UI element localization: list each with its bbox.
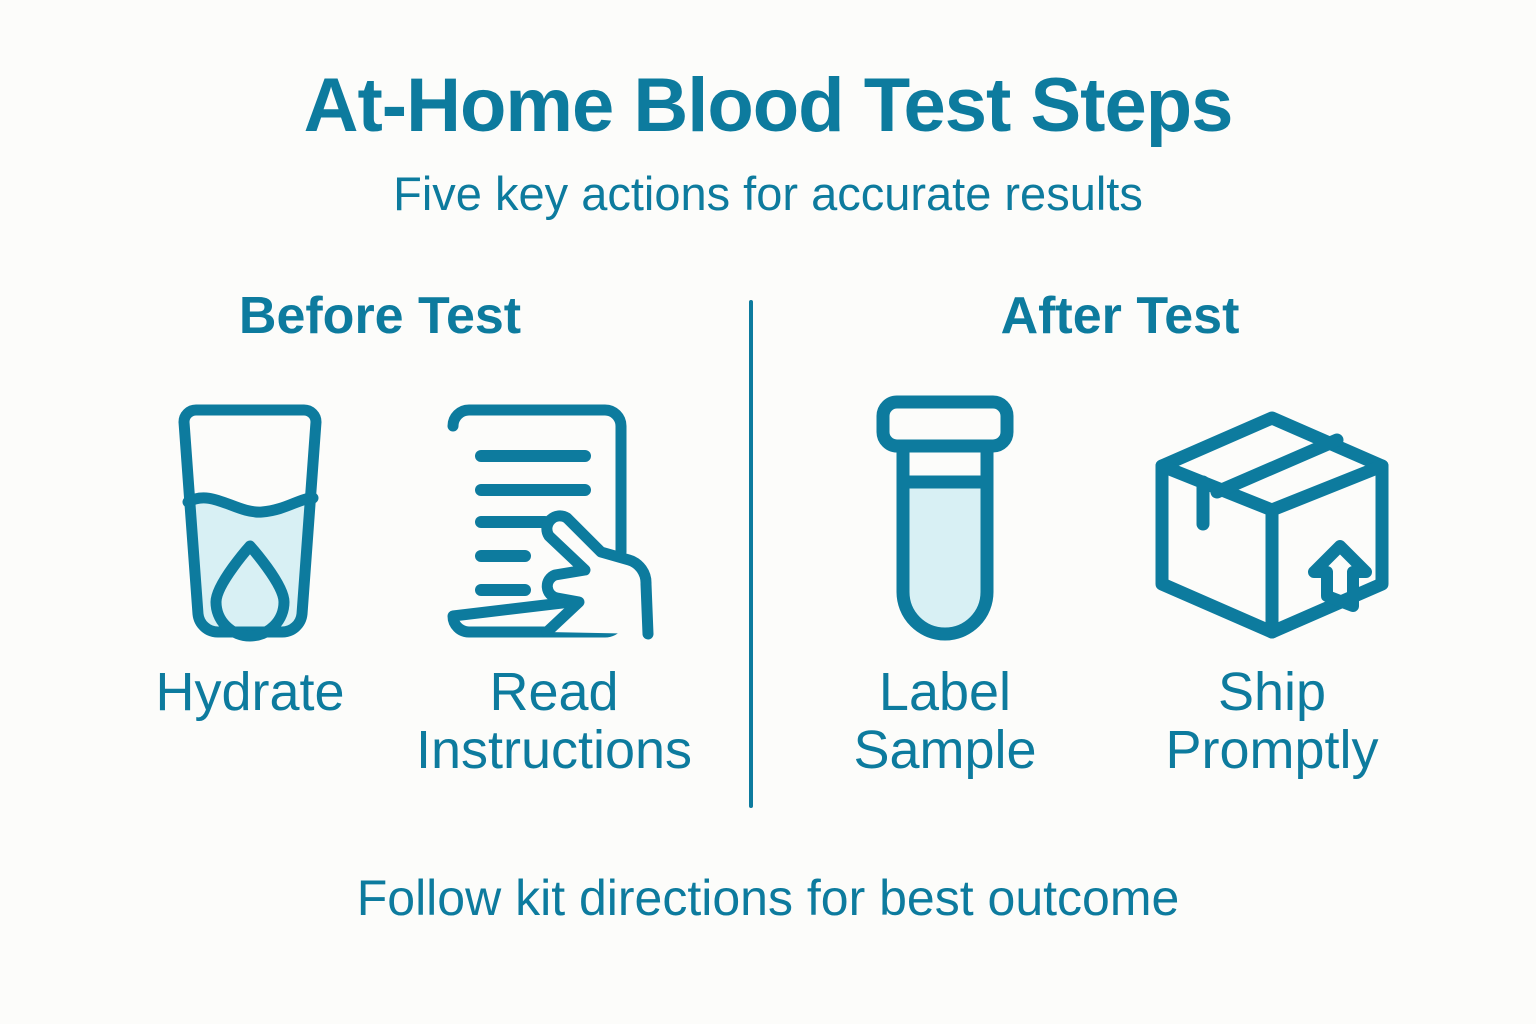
section-heading-after-test: After Test (1000, 287, 1240, 345)
step-item-ship-promptly: Ship Promptly (1122, 395, 1422, 780)
page-title: At-Home Blood Test Steps (303, 63, 1234, 148)
section-heading-before-test: Before Test (238, 287, 522, 345)
section-divider (749, 300, 753, 808)
step-label-ship-promptly: Ship Promptly (1165, 662, 1379, 781)
step-item-read-instructions: Read Instructions (404, 395, 704, 780)
step-item-label-sample: Label Sample (795, 395, 1095, 780)
step-label-hydrate: Hydrate (155, 662, 345, 722)
page-subtitle: Five key actions for accurate results (393, 167, 1143, 220)
shipping-box-icon (1122, 395, 1422, 655)
step-label-read-instructions: Read Instructions (415, 662, 693, 781)
document-hand-icon (404, 395, 704, 655)
water-glass-icon (100, 395, 400, 655)
step-item-hydrate: Hydrate (100, 395, 400, 721)
step-label-label-sample: Label Sample (853, 662, 1037, 781)
test-tube-icon (795, 395, 1095, 655)
footer-note: Follow kit directions for best outcome (356, 870, 1180, 926)
